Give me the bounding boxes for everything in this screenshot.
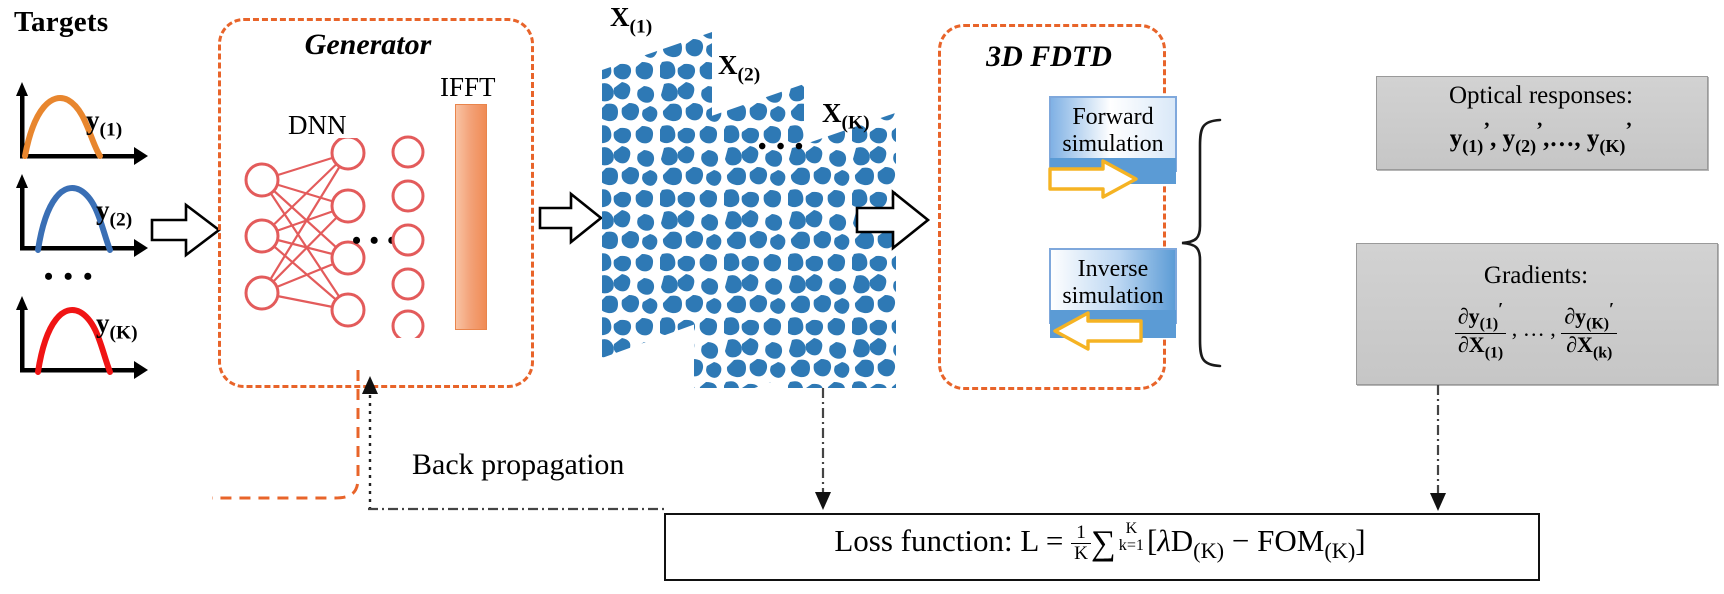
loss-bracket-close: ]	[1355, 522, 1366, 558]
structure-label-2-sub: (2)	[737, 64, 761, 86]
structure-label-3-base: X	[822, 98, 842, 128]
gradients-heading: Gradients:	[1483, 262, 1589, 289]
loss-term-2: FOM(K)	[1257, 522, 1356, 563]
target-label-1-base: y	[86, 105, 100, 135]
structure-label-1: X(1)	[610, 2, 652, 38]
structure-slabs	[596, 18, 896, 388]
inverse-line1: Inverse	[1077, 256, 1149, 282]
fdtd-title: 3D FDTD	[986, 40, 1112, 73]
target-label-3-sub: (K)	[109, 322, 138, 344]
loss-bracket-open: [	[1146, 522, 1158, 558]
flow-arrow-1-icon	[150, 200, 222, 260]
gradient-term-1: ∂y(1)′ ∂X(1)	[1454, 299, 1507, 362]
structure-label-3-sub: (K)	[841, 112, 870, 134]
generator-title: Generator	[304, 28, 432, 61]
target-label-1-sub: (1)	[99, 119, 123, 141]
target-label-3-base: y	[96, 308, 110, 338]
optical-responses-values: y(1)’, y(2)’,…, y(K)’	[1376, 118, 1706, 157]
loss-minus: −	[1231, 522, 1250, 558]
target-label-3: y(K)	[96, 308, 138, 344]
gradients-separator: , … ,	[1511, 316, 1556, 342]
inverse-line2: simulation	[1062, 282, 1164, 309]
dnn-graph	[232, 138, 412, 338]
inverse-arrow-icon	[1052, 310, 1144, 352]
backprop-label: Back propagation	[412, 448, 625, 481]
structure-label-1-base: X	[610, 2, 630, 32]
backprop-arrow-generator	[358, 372, 382, 512]
optical-term-2: y(2)’,…,	[1502, 118, 1587, 157]
gradients-expression: ∂y(1)′ ∂X(1) , … , ∂y(K)′ ∂X(k)	[1356, 299, 1716, 362]
forward-line1: Forward	[1072, 104, 1154, 130]
target-plot-1	[8, 78, 168, 170]
forward-arrow-icon	[1047, 158, 1139, 200]
ifft-bar	[455, 104, 487, 330]
generator-panel	[218, 18, 534, 388]
gradients-box	[1356, 243, 1718, 385]
loss-function-expression: Loss function: L = 1 K ∑ K k=1 [λD(K) − …	[664, 520, 1536, 564]
dnn-label: DNN	[288, 110, 347, 140]
gradients-to-loss-connector	[1427, 385, 1449, 515]
forward-line2: simulation	[1062, 130, 1164, 157]
loss-function-box	[664, 513, 1540, 581]
optical-term-3: y(K)’	[1586, 118, 1633, 157]
feedback-path	[210, 370, 770, 520]
structure-label-2-base: X	[718, 50, 738, 80]
fdtd-panel	[938, 24, 1166, 390]
target-label-2: y(2)	[96, 195, 132, 231]
optical-responses-heading: Optical responses:	[1449, 82, 1633, 109]
loss-equals: =	[1045, 522, 1064, 558]
loss-lambda: λ	[1157, 522, 1171, 558]
dnn-ellipsis: • • •	[352, 226, 398, 255]
optical-responses-box	[1376, 76, 1708, 170]
loss-term-1: D(K)	[1170, 522, 1225, 563]
grouping-brace-icon	[1178, 118, 1224, 368]
target-label-2-base: y	[96, 195, 110, 225]
target-label-2-sub: (2)	[109, 209, 133, 231]
ifft-label: IFFT	[440, 72, 496, 102]
loss-sigma-limits: K k=1	[1118, 520, 1144, 554]
target-label-1: y(1)	[86, 105, 122, 141]
forward-simulation-label: Forward simulation	[1049, 104, 1177, 158]
loss-prefix: Loss function:	[834, 522, 1013, 558]
target-plot-3	[8, 292, 168, 384]
structures-ellipsis: • • •	[758, 134, 806, 160]
targets-ellipsis: • • •	[44, 262, 95, 291]
gradient-term-2: ∂y(K)′ ∂X(k)	[1561, 299, 1618, 362]
structure-label-3: X(K)	[822, 98, 870, 134]
page-title: Targets	[14, 6, 109, 38]
loss-fraction: 1 K	[1071, 523, 1092, 564]
flow-arrow-2-icon	[538, 190, 604, 246]
structure-label-2: X(2)	[718, 50, 760, 86]
loss-lhs: L	[1020, 522, 1039, 558]
loss-sigma: ∑	[1091, 522, 1116, 562]
inverse-simulation-label: Inverse simulation	[1049, 256, 1177, 310]
structure-label-1-sub: (1)	[629, 16, 653, 38]
target-plot-2	[8, 170, 168, 262]
backprop-connector	[368, 503, 668, 515]
flow-arrow-3-icon	[855, 188, 931, 252]
dnn-output-column	[382, 134, 434, 338]
optical-term-1: y(1)’,	[1449, 118, 1503, 157]
structures-to-loss-connector	[812, 388, 834, 514]
